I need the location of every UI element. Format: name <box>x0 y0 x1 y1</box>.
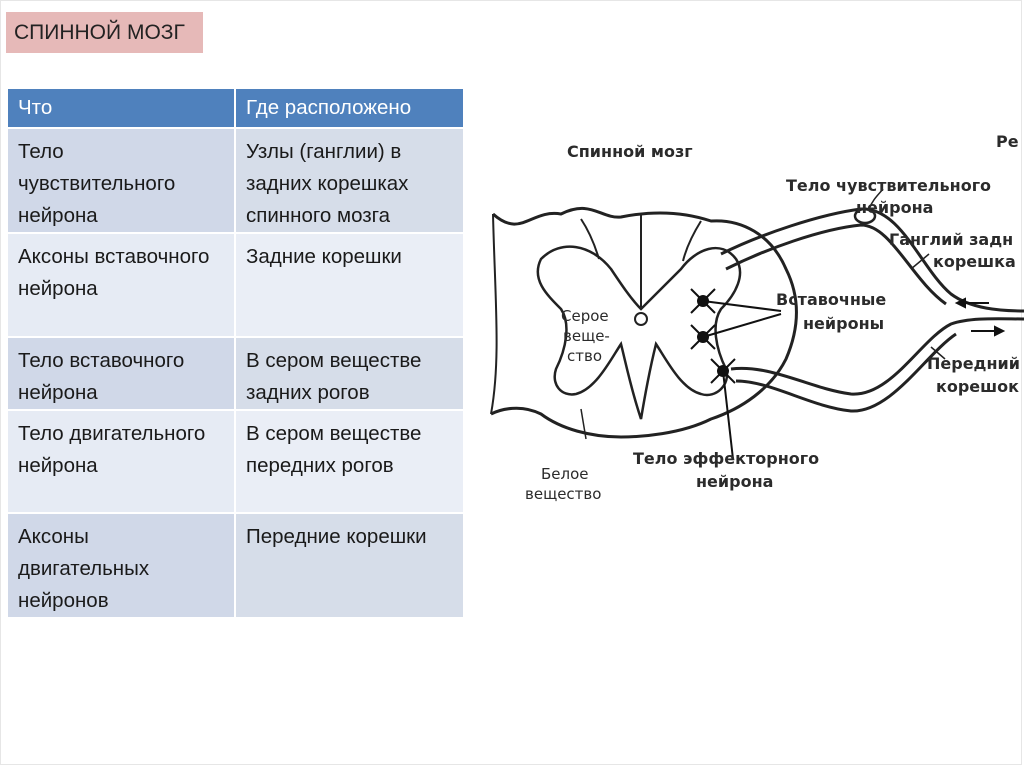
table-cell-what: Тело двигательного нейрона <box>6 409 236 514</box>
label-gray-2: веще- <box>563 327 610 345</box>
label-effector-1: Тело эффекторного <box>633 449 819 468</box>
table-row: Аксоны двигательных нейронов Передние ко… <box>6 512 465 619</box>
slide-title: СПИННОЙ МОЗГ <box>6 12 203 53</box>
table-cell-where: В сером веществе задних рогов <box>234 336 465 411</box>
label-white-2: вещество <box>525 485 601 503</box>
anatomy-table: Что Где расположено Тело чувствительного… <box>6 87 465 619</box>
table-cell-where: Задние корешки <box>234 232 465 338</box>
table-header-what: Что <box>6 87 236 129</box>
spinal-cord-diagram: Спинной мозг Ре Тело чувствительного ней… <box>481 119 1024 519</box>
cord-outline <box>490 207 798 439</box>
table-row: Тело вставочного нейрона В сером веществ… <box>6 336 465 411</box>
label-sensory-body-1: Тело чувствительного <box>786 176 991 195</box>
label-ganglion-1: Ганглий задн <box>889 230 1013 249</box>
table-cell-where: Передние корешки <box>234 512 465 619</box>
label-ganglion-2: корешка <box>933 252 1016 271</box>
label-effector-2: нейрона <box>696 472 773 491</box>
gray-matter <box>536 245 742 420</box>
table-cell-what: Тело чувствительного нейрона <box>6 127 236 234</box>
table-row: Тело двигательного нейрона В сером вещес… <box>6 409 465 514</box>
label-interneurons-2: нейроны <box>803 314 884 333</box>
table-row: Аксоны вставочного нейрона Задние корешк… <box>6 232 465 338</box>
label-gray-1: Серое <box>561 307 609 325</box>
label-interneurons-1: Вставочные <box>776 290 886 309</box>
table-cell-what: Тело вставочного нейрона <box>6 336 236 411</box>
table-header-row: Что Где расположено <box>6 87 465 129</box>
table-cell-where: Узлы (ганглии) в задних корешках спинног… <box>234 127 465 234</box>
anterior-root <box>730 317 1024 396</box>
posterior-root <box>720 207 1024 313</box>
table-cell-what: Аксоны двигательных нейронов <box>6 512 236 619</box>
ganglion <box>853 207 877 225</box>
label-sensory-body-2: нейрона <box>856 198 933 217</box>
label-white-1: Белое <box>541 465 589 483</box>
cord-left-contour <box>490 213 498 415</box>
table-row: Тело чувствительного нейрона Узлы (гангл… <box>6 127 465 234</box>
table-header-where: Где расположено <box>234 87 465 129</box>
table-cell-what: Аксоны вставочного нейрона <box>6 232 236 338</box>
label-spinal-cord: Спинной мозг <box>567 142 693 161</box>
label-gray-3: ство <box>567 347 602 365</box>
table-cell-where: В сером веществе передних рогов <box>234 409 465 514</box>
label-anterior-1: Передний <box>927 354 1020 373</box>
label-anterior-2: корешок <box>936 377 1019 396</box>
label-re: Ре <box>996 132 1019 151</box>
